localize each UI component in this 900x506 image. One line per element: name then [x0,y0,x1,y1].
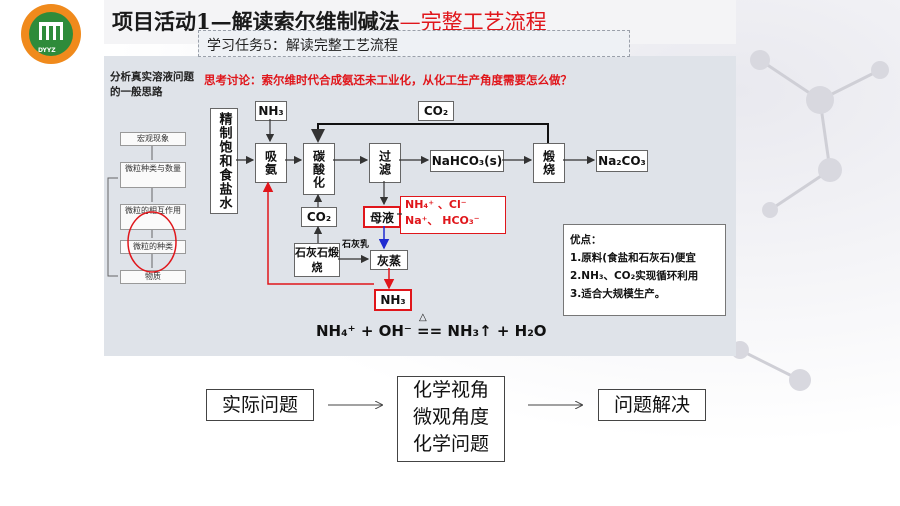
thinking-ladder: 宏观现象 微粒种类与数量 微粒的相互作用 微粒的种类 物质 [104,118,196,288]
co2-top-box: CO₂ [418,101,454,121]
limestone-box: 石灰石煅烧 [294,243,340,277]
logo-text: DYYZ [38,47,56,54]
ladder-step: 微粒种类与数量 [120,162,186,188]
advantage-item: 3.适合大规模生产。 [570,288,666,300]
ladder-step: 宏观现象 [120,132,186,146]
ash-steam-box: 灰蒸 [370,250,408,270]
lime-milk-label: 石灰乳 [342,240,370,250]
ladder-highlight [127,211,177,273]
advantage-item: 1.原料(食盐和石灰石)便宜 [570,252,696,264]
heat-condition: △ [419,312,427,323]
flow-actual-problem: 实际问题 [206,389,314,421]
task-box: 学习任务5：解读完整工艺流程 [198,30,630,57]
sidebar-heading: 分析真实溶液问题的一般思路 [110,71,194,98]
title-main: 项目活动1—解读索尔维制碱法 [112,9,400,34]
ladder-step: 微粒的相互作用 [120,204,186,230]
flow-problem-solved: 问题解决 [598,389,706,421]
advantages-title: 优点： [570,234,602,246]
ions-box: NH₄⁺ 、Cl⁻ Na⁺、 HCO₃⁻ [400,196,506,234]
school-logo [21,4,81,64]
carbonate-box: 碳酸化 [303,143,335,195]
flow-chemistry-perspective: 化学视角 微观角度 化学问题 [397,376,505,462]
brine-box: 精制饱和食盐水 [210,108,238,214]
na2co3-box: Na₂CO₃ [596,150,648,172]
filter-box: 过滤 [369,143,401,183]
discussion-question: 思考讨论：索尔维时代合成氨还未工业化，从化工生产角度需要怎么做？ [204,73,572,87]
nh3-input-box: NH₃ [255,101,287,121]
flow-middle-line: 化学问题 [412,433,489,455]
calcine-box: 煅烧 [533,143,565,183]
nh3-recycle-box: NH₃ [374,289,412,311]
ions-line-2: Na⁺、 HCO₃⁻ [405,214,480,227]
advantage-item: 2.NH₃、CO₂实现循环利用 [570,270,699,282]
absorb-box: 吸氨 [255,143,287,183]
ladder-step: 微粒的种类 [120,240,186,254]
ions-line-1: NH₄⁺ 、Cl⁻ [405,198,467,211]
flow-middle-line: 微观角度 [412,406,489,428]
nahco3-box: NaHCO₃(s) [430,150,504,172]
reaction-equation: NH₄⁺ + OH⁻ == NH₃↑ + H₂O [316,322,547,340]
task-label: 学习任务5：解读完整工艺流程 [207,38,398,54]
mother-liquor-box: 母液 [363,206,401,228]
flow-middle-line: 化学视角 [412,379,489,401]
advantages-box: 优点： 1.原料(食盐和石灰石)便宜 2.NH₃、CO₂实现循环利用 3.适合大… [563,224,726,316]
ladder-step: 物质 [120,270,186,284]
